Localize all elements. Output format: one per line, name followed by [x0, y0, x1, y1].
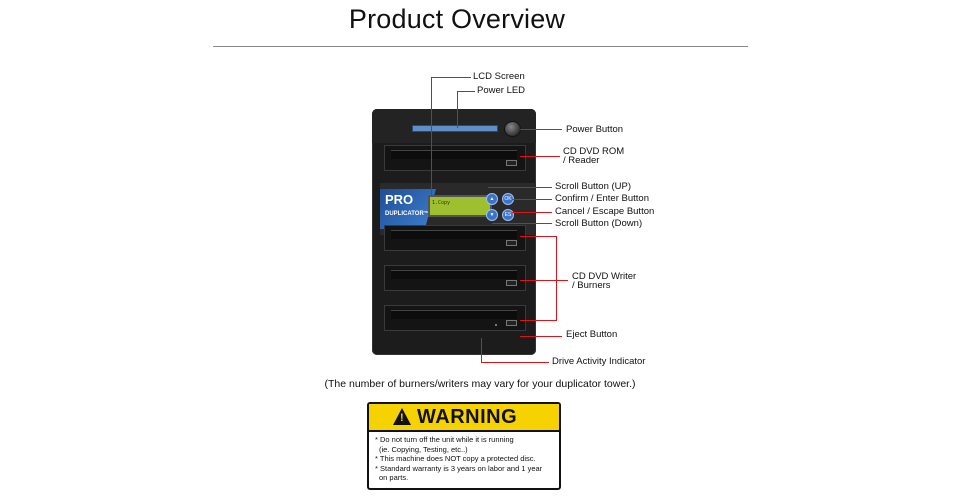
warning-line: * Do not turn off the unit while it is r…: [375, 435, 514, 444]
leader-scroll-up: [488, 187, 552, 188]
warning-line: * Standard warranty is 3 years on labor …: [375, 463, 543, 473]
label-confirm: Confirm / Enter Button: [555, 193, 649, 204]
leader-writer-out: [556, 280, 568, 281]
eject-icon: [506, 280, 517, 286]
warning-header: WARNING: [369, 404, 559, 432]
scroll-down-icon: ▼: [486, 209, 498, 221]
brand-badge: PRO DUPLICATOR™: [380, 189, 436, 229]
warning-line: on parts.: [379, 473, 409, 482]
warning-line: (ie. Copying, Testing, etc..): [379, 444, 468, 454]
leader-writer-top: [520, 236, 556, 237]
drive-tray: [391, 310, 517, 319]
cancel-icon: ES: [502, 209, 514, 221]
top-panel: [372, 109, 536, 143]
brand-duplicator: DUPLICATOR™: [385, 211, 430, 217]
label-reader-1: CD DVD ROM: [563, 146, 625, 157]
warning-text: * Do not turn off the unit while it is r…: [375, 435, 542, 483]
scroll-up-icon: ▲: [486, 193, 498, 205]
label-reader-2: / Reader: [563, 155, 600, 166]
lcd-screen: 1.Copy: [428, 195, 492, 217]
writer-drive-3: [384, 305, 526, 331]
drive-tray: [391, 270, 517, 279]
leader-lcd-h: [431, 77, 471, 78]
label-cancel: Cancel / Escape Button: [555, 206, 655, 217]
activity-led: [495, 324, 497, 326]
label-power-led: Power LED: [477, 85, 526, 96]
duplicator-tower: PRO DUPLICATOR™ 1.Copy ▲ OK ▼ ES: [372, 109, 536, 355]
warning-line: * This machine does NOT copy a protected…: [375, 454, 536, 463]
leader-cancel: [512, 212, 552, 213]
label-writer-1: CD DVD Writer: [572, 271, 637, 282]
control-panel: PRO DUPLICATOR™ 1.Copy ▲ OK ▼ ES: [380, 183, 536, 235]
label-writer-2: / Burners: [572, 280, 611, 291]
caption: (The number of burners/writers may vary …: [324, 378, 636, 390]
label-power-button: Power Button: [566, 124, 624, 135]
power-button-icon: [504, 121, 521, 137]
leader-activity-v: [481, 338, 482, 362]
warning-box: WARNING * Do not turn off the unit while…: [367, 402, 561, 490]
label-eject: Eject Button: [566, 329, 618, 340]
label-scroll-down: Scroll Button (Down): [555, 218, 643, 229]
drive-tray: [391, 150, 517, 159]
reader-drive: [384, 145, 526, 171]
lcd-text: 1.Copy: [432, 200, 451, 206]
leader-writer-v: [556, 236, 557, 321]
leader-writer-bot: [520, 320, 556, 321]
leader-lcd-v: [431, 77, 432, 195]
writer-drive-1: [384, 225, 526, 251]
page-title: Product Overview: [348, 4, 566, 34]
warning-triangle-icon: [393, 408, 411, 425]
leader-activity-h: [481, 362, 549, 363]
leader-writer-mid: [520, 280, 556, 281]
writer-drive-2: [384, 265, 526, 291]
leader-eject: [520, 336, 562, 337]
leader-confirm: [512, 199, 552, 200]
eject-icon: [506, 320, 517, 326]
label-activity: Drive Activity Indicator: [552, 356, 646, 367]
leader-reader: [520, 156, 560, 157]
leader-led-h: [457, 91, 475, 92]
eject-icon: [506, 240, 517, 246]
warning-title: WARNING: [417, 406, 518, 428]
eject-icon: [506, 160, 517, 166]
brand-pro: PRO: [385, 192, 414, 207]
label-lcd-screen: LCD Screen: [473, 71, 525, 82]
drive-tray: [391, 230, 517, 239]
leader-led-v: [457, 91, 458, 128]
label-scroll-up: Scroll Button (UP): [555, 181, 632, 192]
leader-power: [520, 129, 562, 130]
title-divider: [213, 46, 748, 47]
power-led-strip: [412, 125, 498, 132]
confirm-icon: OK: [502, 193, 514, 205]
leader-scroll-down: [492, 223, 552, 224]
